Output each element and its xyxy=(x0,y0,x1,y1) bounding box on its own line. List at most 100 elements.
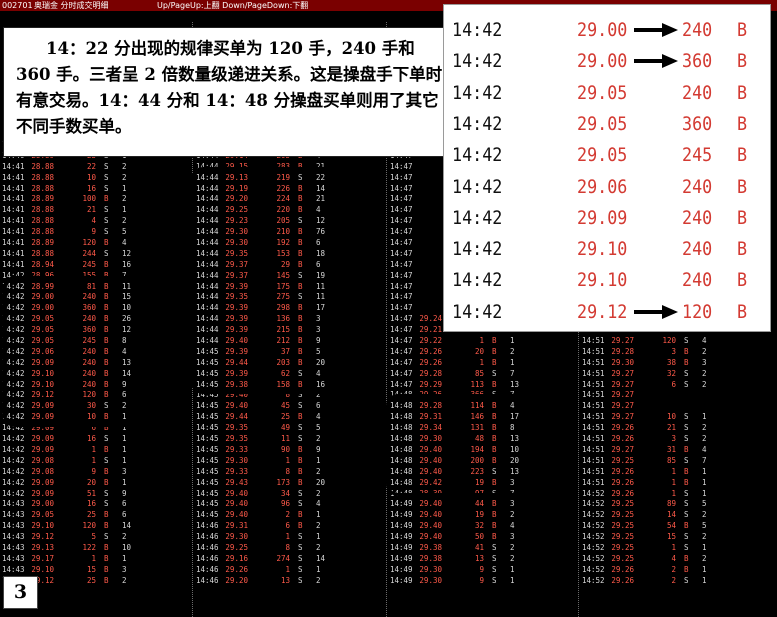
trade-side: B xyxy=(684,444,689,454)
zoom-volume: 245 xyxy=(682,144,713,167)
trade-side: B xyxy=(492,346,497,356)
trade-time: 14:44 xyxy=(196,205,219,215)
trade-price: 29.35 xyxy=(225,248,248,258)
trade-count: 1 xyxy=(702,564,707,574)
trade-time: 14:41 xyxy=(2,248,25,258)
trade-price: 29.40 xyxy=(419,510,442,520)
trade-price: 29.37 xyxy=(225,270,248,280)
trade-volume: 49 xyxy=(280,423,290,433)
zoom-price: 29.10 xyxy=(577,238,628,261)
trade-time: 14:44 xyxy=(196,194,219,204)
zoom-price: 29.05 xyxy=(577,144,628,167)
trade-side: S xyxy=(492,575,497,585)
trade-volume: 275 xyxy=(276,292,290,302)
trade-side: B xyxy=(492,412,497,422)
trade-time: 14:49 xyxy=(390,575,413,585)
trade-volume: 153 xyxy=(276,248,290,258)
trade-count: 19 xyxy=(316,270,326,280)
trade-volume: 10 xyxy=(666,412,676,422)
trade-count: 6 xyxy=(122,499,127,509)
trade-volume: 19 xyxy=(474,510,484,520)
trade-time: 14:52 xyxy=(582,488,605,498)
trade-volume: 136 xyxy=(276,314,290,324)
trade-volume: 283 xyxy=(276,161,290,171)
trade-price: 29.40 xyxy=(225,499,248,509)
trade-side: B xyxy=(298,314,303,324)
trade-count: 1 xyxy=(510,564,515,574)
trade-time: 14:41 xyxy=(2,172,25,182)
trade-time: 14:42 xyxy=(2,303,25,313)
trade-time: 14:42 xyxy=(2,434,25,444)
trade-time: 14:51 xyxy=(582,423,605,433)
trade-count: 4 xyxy=(122,346,127,356)
trade-side: B xyxy=(298,205,303,215)
trade-side: B xyxy=(492,423,497,433)
trade-volume: 122 xyxy=(82,542,96,552)
trade-time: 14:41 xyxy=(2,161,25,171)
trade-side: B xyxy=(104,510,109,520)
trade-count: 2 xyxy=(702,510,707,520)
trade-count: 1 xyxy=(122,455,127,465)
trade-volume: 81 xyxy=(86,281,96,291)
trade-count: 3 xyxy=(316,314,321,324)
trade-side: B xyxy=(104,270,109,280)
trade-price: 29.00 xyxy=(31,303,54,313)
trade-time: 14:51 xyxy=(582,346,605,356)
trade-volume: 4 xyxy=(91,216,96,226)
trade-time: 14:42 xyxy=(2,325,25,335)
trade-volume: 45 xyxy=(280,401,290,411)
trade-time: 14:51 xyxy=(582,357,605,367)
trade-side: S xyxy=(104,183,109,193)
zoom-volume: 360 xyxy=(682,112,713,135)
trade-time: 14:45 xyxy=(196,390,219,400)
trade-time: 14:42 xyxy=(2,336,25,346)
trade-count: 6 xyxy=(316,259,321,269)
trade-time: 14:48 xyxy=(390,423,413,433)
zoom-side: B xyxy=(737,269,748,292)
trade-volume: 8 xyxy=(285,542,290,552)
trade-time: 14:51 xyxy=(582,434,605,444)
trade-time: 14:52 xyxy=(582,542,605,552)
trade-count: 2 xyxy=(316,521,321,531)
trade-price: 29.10 xyxy=(31,368,54,378)
trade-volume: 360 xyxy=(82,303,96,313)
trade-price: 29.44 xyxy=(225,412,248,422)
trade-side: B xyxy=(104,379,109,389)
trade-time: 14:44 xyxy=(196,238,219,248)
trade-price: 29.26 xyxy=(611,423,634,433)
trade-count: 20 xyxy=(316,477,326,487)
trade-volume: 13 xyxy=(280,575,290,585)
trade-price: 29.26 xyxy=(611,575,634,585)
trade-side: B xyxy=(104,423,109,433)
trade-volume: 9 xyxy=(479,575,484,585)
trade-price: 29.26 xyxy=(611,488,634,498)
column-divider xyxy=(386,22,387,617)
trade-price: 29.40 xyxy=(419,466,442,476)
trade-time: 14:51 xyxy=(582,401,605,411)
trade-volume: 240 xyxy=(82,292,96,302)
trade-volume: 30 xyxy=(86,401,96,411)
trade-volume: 131 xyxy=(470,423,484,433)
trade-time: 14:42 xyxy=(2,292,25,302)
trade-time: 14:52 xyxy=(582,499,605,509)
trade-count: 2 xyxy=(316,390,321,400)
trade-count: 1 xyxy=(702,412,707,422)
trade-count: 12 xyxy=(316,216,326,226)
trade-price: 29.34 xyxy=(419,423,442,433)
trade-volume: 2 xyxy=(285,510,290,520)
trade-price: 29.27 xyxy=(611,368,634,378)
zoom-volume: 240 xyxy=(682,175,713,198)
zoom-volume: 240 xyxy=(682,19,713,41)
trade-volume: 240 xyxy=(82,368,96,378)
trade-time: 14:47 xyxy=(390,270,413,280)
trade-side: B xyxy=(104,281,109,291)
trade-count: 2 xyxy=(122,161,127,171)
zoom-time: 14:42 xyxy=(452,19,503,41)
trade-price: 29.29 xyxy=(419,379,442,389)
trade-side: B xyxy=(104,303,109,313)
trade-price: 29.08 xyxy=(31,455,54,465)
trade-time: 14:41 xyxy=(2,227,25,237)
trade-side: S xyxy=(492,542,497,552)
zoom-side: B xyxy=(737,81,748,104)
